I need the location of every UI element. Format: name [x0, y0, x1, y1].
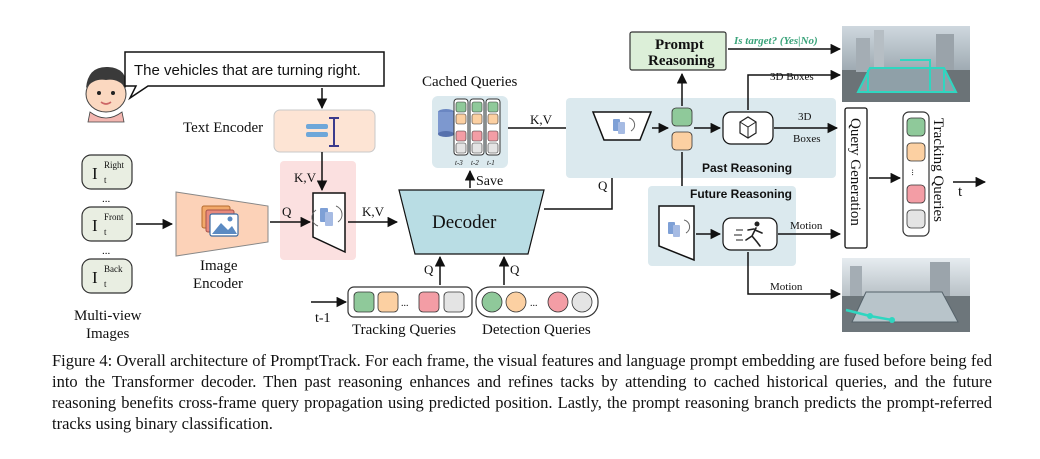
cached-kv-label: K,V [530, 112, 553, 127]
cached-queries-block: t-3 t-2 t-1 [432, 96, 508, 168]
decoder-kv-label: K,V [362, 204, 385, 219]
ellipsis: ... [530, 298, 538, 309]
architecture-diagram: The vehicles that are turning right. Tex… [74, 26, 987, 342]
view-sub: t [104, 227, 107, 237]
tracking-queries-vertical-label: Tracking Queries [930, 118, 946, 222]
prompt-reasoning-label-2: Reasoning [648, 53, 715, 69]
save-label: Save [476, 174, 503, 189]
decoder-block: Decoder [398, 189, 545, 255]
future-reasoning-label: Future Reasoning [690, 187, 792, 201]
ellipsis: ... [102, 193, 111, 205]
past-attention-block [591, 111, 653, 141]
person-icon [85, 66, 127, 123]
view-back: I Back t [81, 258, 133, 294]
motion-label-1: Motion [790, 220, 823, 232]
boxes-3d-label-b: Boxes [793, 133, 821, 145]
box-3d-head [722, 111, 774, 145]
past-query-orange [671, 131, 693, 151]
camera-image-top [842, 26, 970, 102]
view-sup: Front [104, 212, 124, 222]
cached-column-3 [485, 98, 501, 156]
cube-icon [739, 116, 757, 139]
multiview-label-2: Images [86, 326, 129, 342]
t-label: t [958, 184, 963, 200]
text-encoder-block [273, 109, 376, 153]
view-sub: t [104, 175, 107, 185]
past-query-green [671, 107, 693, 127]
view-base: I [92, 216, 98, 235]
running-person-icon [734, 221, 763, 247]
camera-image-bottom [842, 258, 970, 332]
fusion-attention-block [311, 192, 346, 254]
motion-head [722, 217, 778, 251]
past-reasoning-label: Past Reasoning [702, 161, 792, 175]
image-encoder-label-2: Encoder [193, 276, 243, 292]
tracking-q-label: Q [424, 262, 434, 277]
decoder-q-label: Q [598, 178, 608, 193]
ellipsis: ... [910, 169, 920, 176]
attention-icon [311, 205, 343, 227]
detection-queries-label: Detection Queries [482, 322, 591, 338]
tracking-queries-output: ... [902, 111, 930, 237]
cached-sub: t-3 [455, 159, 463, 167]
cached-column-1 [453, 98, 469, 156]
view-front: I Front t [81, 206, 133, 242]
tracking-queries-row: ... [347, 286, 473, 318]
prompt-reasoning-block: Prompt Reasoning [629, 31, 727, 71]
future-attention-block [658, 205, 695, 262]
t-minus-1-label: t-1 [315, 311, 331, 326]
detection-queries-row: ... [475, 286, 599, 318]
text-cursor-icon [306, 117, 339, 147]
fusion-q-label: Q [282, 204, 292, 219]
cached-sub: t-2 [471, 159, 479, 167]
view-sup: Right [104, 160, 125, 170]
motion-label-2: Motion [770, 281, 803, 293]
cached-column-2 [469, 98, 485, 156]
view-base: I [92, 164, 98, 183]
database-icon [438, 109, 454, 137]
figure-caption: Figure 4: Overall architecture of Prompt… [52, 351, 992, 433]
speech-text: The vehicles that are turning right. [134, 62, 361, 79]
image-encoder-label-1: Image [200, 258, 238, 274]
boxes-3d-label: 3D Boxes [770, 71, 814, 83]
text-encoder-label: Text Encoder [183, 120, 263, 136]
ellipsis: ... [102, 245, 111, 257]
is-target-label: Is target? (Yes|No) [733, 35, 818, 47]
tracking-queries-label: Tracking Queries [352, 322, 456, 338]
fusion-kv-label: K,V [294, 170, 317, 185]
view-sup: Back [104, 264, 123, 274]
cached-queries-label: Cached Queries [422, 74, 518, 90]
image-icon [201, 205, 239, 237]
ellipsis: ... [401, 298, 409, 309]
view-base: I [92, 268, 98, 287]
query-generation-label: Query Generation [847, 118, 863, 226]
view-right: I Right t [81, 154, 133, 190]
detection-q-label: Q [510, 262, 520, 277]
decoder-label: Decoder [432, 212, 497, 233]
query-generation-block: Query Generation [844, 107, 868, 249]
multiview-label-1: Multi-view [74, 308, 142, 324]
speech-bubble: The vehicles that are turning right. [124, 51, 385, 101]
boxes-3d-label-a: 3D [798, 111, 812, 123]
image-encoder-block [175, 191, 269, 257]
prompt-reasoning-label-1: Prompt [655, 37, 704, 53]
view-sub: t [104, 279, 107, 289]
cached-sub: t-1 [487, 159, 495, 167]
